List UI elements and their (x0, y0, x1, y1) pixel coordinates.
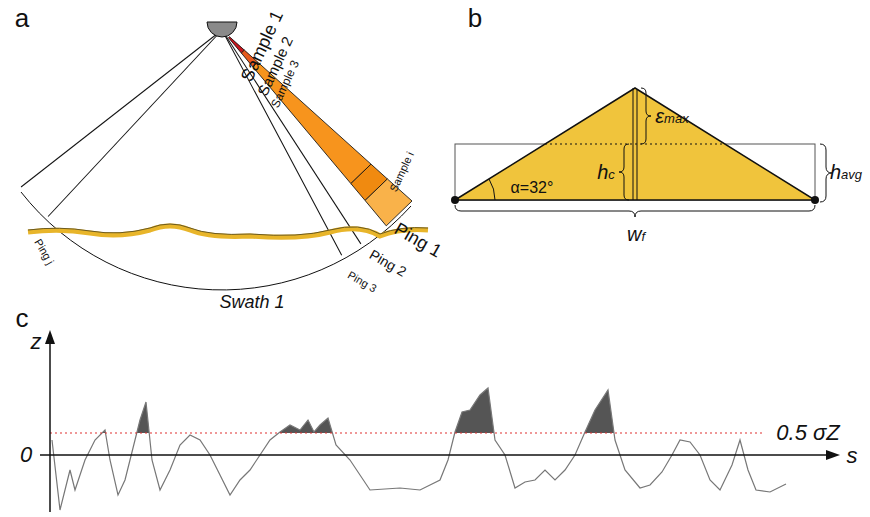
ping-beam (216, 25, 412, 226)
swath-label: Swath 1 (219, 293, 284, 311)
dimension-label: havg (830, 162, 862, 182)
axis-label: 0 (20, 444, 32, 466)
dimension-label: wf (627, 224, 645, 244)
ping-label: Ping j (32, 237, 55, 266)
panel-letter: a (15, 5, 29, 31)
sample-label: Sample i (388, 150, 416, 193)
dimension-label: εmax (655, 106, 688, 126)
ping-label: Ping 3 (346, 269, 379, 294)
panel-letter: b (468, 5, 482, 31)
seafloor (28, 224, 428, 237)
ping-label: Ping 1 (391, 219, 444, 260)
threshold-label: 0.5 σZ (776, 422, 839, 444)
panel-letter: c (16, 305, 29, 331)
transducer (207, 22, 237, 37)
pile-cross-section (451, 88, 832, 217)
profile-plot (40, 330, 840, 517)
axis-label: s (847, 445, 858, 467)
angle-label: α=32° (511, 180, 554, 196)
ping-label: Ping 2 (367, 247, 408, 279)
axis-label: z (31, 331, 42, 353)
sonar-swath (21, 30, 411, 290)
dimension-label: hc (597, 162, 615, 182)
